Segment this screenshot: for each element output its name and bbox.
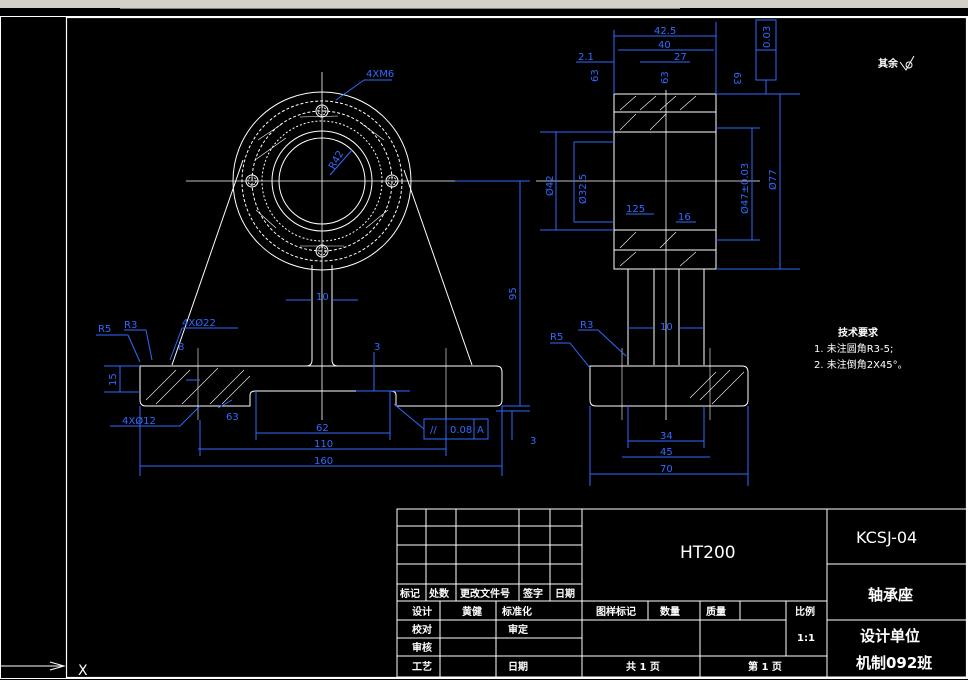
sheet-number: 第 1 页 — [748, 660, 782, 673]
dim-8: 8 — [178, 342, 184, 353]
dim-63-a: 63 — [590, 69, 601, 82]
dim-42-5: 42.5 — [654, 26, 676, 37]
dim-27: 27 — [674, 52, 687, 63]
roughness-symbol — [899, 55, 915, 71]
dim-95: 95 — [508, 287, 519, 300]
dim-16: 16 — [678, 212, 691, 223]
tech-req-line1: 1. 未注圆角R3-5; — [814, 342, 893, 355]
dimension-lines — [96, 19, 800, 486]
header-shuliang: 数量 — [660, 605, 680, 618]
row-shenhe: 审核 — [412, 641, 432, 654]
row-riqi: 日期 — [508, 660, 528, 673]
drawing-number: KCSJ-04 — [856, 528, 917, 547]
ucs-x-label: X — [78, 663, 88, 679]
dim-63-c: 63 — [731, 72, 742, 85]
ucs-icon — [0, 661, 66, 671]
header-qianzi: 签字 — [522, 587, 543, 600]
dim-datum: A — [477, 425, 484, 436]
dim-3-top: 3 — [374, 342, 380, 353]
dim-15: 15 — [108, 373, 119, 386]
dim-10-side: 10 — [660, 322, 673, 333]
cad-toolbar-strip — [0, 0, 968, 9]
title-block-grid — [396, 508, 968, 678]
row-shending: 审定 — [508, 623, 528, 636]
dim-40: 40 — [658, 40, 671, 51]
dim-r5-front: R5 — [98, 324, 111, 335]
dim-34: 34 — [660, 431, 673, 442]
dim-phi77: Ø77 — [767, 169, 779, 190]
material-label: HT200 — [680, 543, 736, 563]
scale-value: 1:1 — [797, 633, 815, 644]
dim-4xm6: 4XM6 — [366, 69, 394, 80]
design-unit-line2: 机制092班 — [856, 654, 932, 672]
header-biaoji: 标记 — [399, 587, 420, 600]
dim-4xphi22: 4XØ22 — [182, 317, 216, 329]
dim-10-front: 10 — [316, 292, 329, 303]
header-zhiliang: 质量 — [706, 605, 726, 618]
dim-70: 70 — [660, 464, 673, 475]
dim-r5-side: R5 — [550, 332, 563, 343]
dim-4xphi12: 4XØ12 — [122, 415, 156, 427]
row-sheji: 设计 — [412, 605, 432, 618]
header-tuyang: 图样标记 — [596, 605, 636, 618]
row-sheji-name: 黄健 — [462, 605, 482, 618]
dim-phi42: Ø42 — [544, 175, 556, 196]
dim-flatness: 0.03 — [762, 26, 773, 48]
dim-62: 62 — [316, 423, 329, 434]
side-view — [536, 90, 760, 420]
dim-45: 45 — [660, 447, 673, 458]
row-jiaodui: 校对 — [412, 623, 432, 636]
header-bili: 比例 — [795, 605, 815, 618]
dimension-texts: 42.5 40 27 2.1 63 63 63 0.03 4XM6 R42 Ø4… — [98, 26, 779, 475]
dim-3-bottom: 3 — [530, 436, 536, 447]
header-chushu: 处数 — [428, 587, 450, 600]
dim-63-b: 63 — [660, 71, 671, 84]
rest-roughness-label: 其余 — [878, 57, 899, 70]
dim-63-bottom: 63 — [226, 412, 239, 423]
design-unit-line1: 设计单位 — [860, 627, 920, 645]
row-biaozhunhua: 标准化 — [501, 605, 532, 618]
dim-phi47: Ø47±0.03 — [739, 163, 751, 214]
dim-160: 160 — [314, 456, 333, 467]
toolbar-tabs[interactable] — [120, 0, 680, 9]
part-name: 轴承座 — [868, 586, 913, 604]
dim-r3-front: R3 — [124, 320, 137, 331]
header-genggai: 更改文件号 — [460, 587, 510, 600]
row-gongyi: 工艺 — [412, 660, 432, 673]
tech-req-title: 技术要求 — [838, 326, 879, 339]
dim-r3-side: R3 — [580, 320, 593, 331]
dim-parallel-value: 0.08 — [450, 425, 472, 436]
front-view — [139, 72, 503, 420]
total-sheets: 共 1 页 — [626, 660, 660, 673]
tech-req-line2: 2. 未注倒角2X45°。 — [814, 358, 908, 371]
dim-110: 110 — [314, 439, 333, 450]
parallelism-symbol: // — [430, 425, 437, 436]
dim-phi32-5: Ø32.5 — [577, 174, 589, 204]
title-block-texts: HT200 KCSJ-04 轴承座 设计单位 机制092班 标记 处数 更改文件… — [399, 528, 932, 673]
dim-2-1: 2.1 — [578, 52, 594, 63]
dim-125: 125 — [626, 204, 645, 215]
header-riqi: 日期 — [555, 587, 575, 600]
